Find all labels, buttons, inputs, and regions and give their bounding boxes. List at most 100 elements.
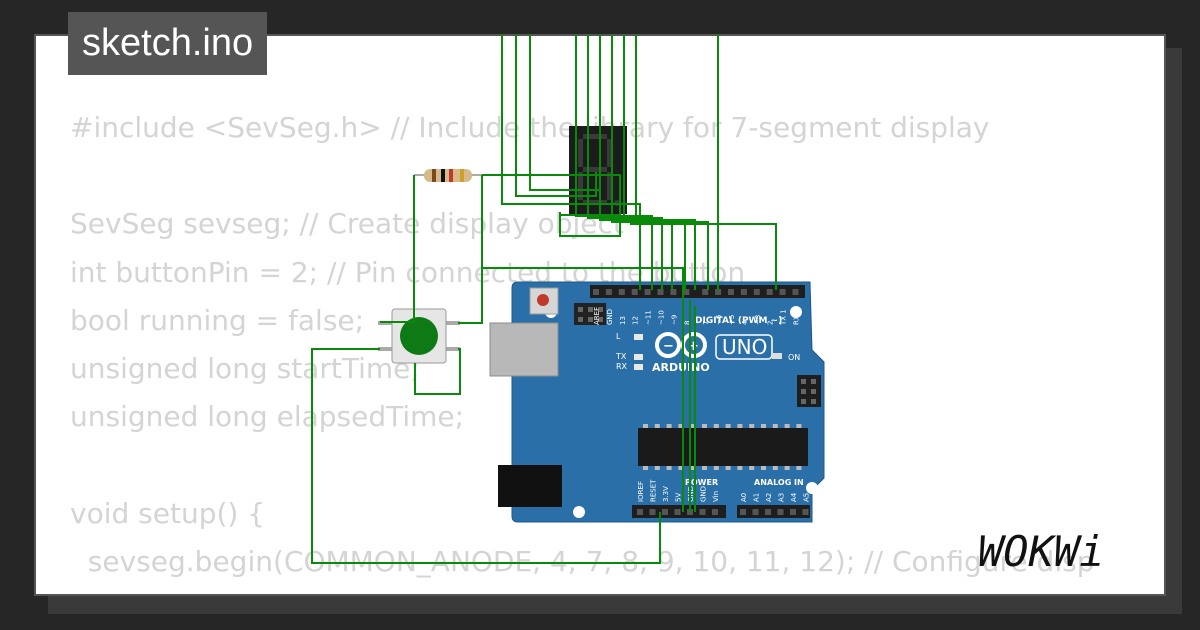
power-pin-label: IOREF bbox=[637, 481, 645, 502]
power-pin-hole[interactable] bbox=[637, 509, 643, 515]
code-line: sevseg.setBrightness(90); // Set display… bbox=[70, 586, 1094, 594]
digital-pin-label: ~5 bbox=[728, 315, 736, 325]
code-line: unsigned long elapsedTime; bbox=[70, 400, 465, 434]
status-led bbox=[634, 334, 643, 340]
analog-pin-hole[interactable] bbox=[777, 509, 784, 515]
digital-pin-hole[interactable] bbox=[683, 289, 690, 295]
digital-pin-hole[interactable] bbox=[644, 289, 651, 295]
mount-hole bbox=[806, 482, 818, 494]
icsp-right-header bbox=[797, 375, 821, 407]
power-pin-label: Vin bbox=[712, 491, 720, 502]
power-pin-label: RESET bbox=[650, 479, 658, 502]
digital-pin-label: TX 1 bbox=[780, 309, 788, 326]
wire bbox=[515, 34, 597, 197]
digital-pin-hole[interactable] bbox=[715, 289, 722, 295]
code-line: sevseg.begin(COMMON_ANODE, 4, 7, 8, 9, 1… bbox=[70, 544, 1095, 578]
sketch-filename-tab[interactable]: sketch.ino bbox=[68, 12, 268, 75]
digital-pin-hole[interactable] bbox=[779, 289, 786, 295]
power-pin-hole[interactable] bbox=[662, 509, 668, 515]
power-pin-hole[interactable] bbox=[712, 509, 718, 515]
analog-pin-label: A0 bbox=[740, 493, 748, 502]
digital-pin-label: GND bbox=[606, 309, 614, 325]
wire bbox=[630, 223, 777, 290]
analog-header bbox=[737, 505, 810, 518]
uno-label: UNO bbox=[722, 335, 767, 359]
power-pin-label: GND bbox=[700, 486, 708, 502]
on-led bbox=[772, 353, 782, 359]
digital-pin-label: 13 bbox=[619, 316, 627, 325]
digital-pin-label: 4 bbox=[741, 320, 749, 325]
analog-label: ANALOG IN bbox=[754, 478, 804, 487]
digital-pin-hole[interactable] bbox=[631, 289, 638, 295]
digital-pin-label: ~6 bbox=[715, 314, 723, 325]
digital-pin-label: AREF bbox=[593, 307, 601, 325]
mount-hole bbox=[790, 306, 802, 318]
on-led-label: ON bbox=[788, 353, 800, 362]
digital-pin-label: 12 bbox=[632, 316, 640, 325]
svg-text:−: − bbox=[663, 339, 674, 354]
pushbutton[interactable] bbox=[378, 308, 460, 364]
power-pin-hole[interactable] bbox=[699, 509, 706, 515]
digital-pin-hole[interactable] bbox=[766, 289, 773, 295]
power-pin-label: 3.3V bbox=[662, 486, 670, 502]
analog-pin-hole[interactable] bbox=[752, 509, 759, 515]
digital-pin-label: ~11 bbox=[645, 310, 653, 325]
digital-pin-hole[interactable] bbox=[792, 289, 799, 295]
analog-pin-hole[interactable] bbox=[765, 509, 771, 515]
code-background: #include <SevSeg.h> // Include the libra… bbox=[70, 104, 1095, 594]
digital-pin-hole[interactable] bbox=[702, 289, 709, 295]
wires bbox=[311, 34, 777, 564]
digital-header-label: DIGITAL (PWM ~) bbox=[695, 316, 782, 326]
code-line: SevSeg sevseg; // Create display object bbox=[70, 207, 624, 241]
analog-pin-label: A5 bbox=[803, 493, 811, 502]
power-pin-label: 5V bbox=[675, 493, 683, 502]
svg-text:+: + bbox=[688, 339, 699, 354]
status-led bbox=[634, 364, 643, 370]
digital-pin-hole[interactable] bbox=[753, 289, 760, 295]
digital-pin-hole[interactable] bbox=[740, 289, 747, 295]
analog-pin-label: A1 bbox=[753, 493, 761, 502]
digital-pin-label: ~10 bbox=[658, 310, 666, 325]
code-line: bool running = false; bbox=[70, 303, 365, 337]
wire bbox=[501, 34, 641, 290]
analog-pin-hole[interactable] bbox=[802, 509, 809, 515]
resistor[interactable] bbox=[414, 169, 485, 182]
analog-pin-label: A4 bbox=[790, 492, 798, 502]
digital-pin-label: 2 bbox=[767, 321, 775, 325]
analog-pin-hole[interactable] bbox=[740, 509, 746, 515]
chip-pins bbox=[643, 424, 802, 470]
power-label: POWER bbox=[685, 478, 718, 487]
digital-pin-hole[interactable] bbox=[670, 289, 677, 295]
digital-pin-hole[interactable] bbox=[593, 289, 599, 295]
analog-pin-hole[interactable] bbox=[790, 509, 796, 515]
code-line: #include <SevSeg.h> // Include the libra… bbox=[70, 111, 990, 144]
mount-hole bbox=[573, 506, 585, 518]
power-pin-hole[interactable] bbox=[674, 509, 681, 515]
status-led bbox=[634, 354, 643, 360]
reset-button-cap bbox=[537, 294, 549, 306]
wire bbox=[623, 34, 696, 290]
status-led-label: L bbox=[616, 332, 621, 341]
digital-pin-hole[interactable] bbox=[728, 289, 734, 295]
arduino-brand-label: ARDUINO bbox=[652, 361, 710, 374]
digital-pin-label: ~3 bbox=[754, 315, 762, 325]
wire bbox=[635, 34, 709, 290]
digital-pin-hole[interactable] bbox=[657, 289, 664, 295]
seven-segment-display[interactable] bbox=[569, 126, 627, 214]
wire bbox=[482, 174, 621, 237]
code-line: void setup() { bbox=[70, 496, 266, 530]
digital-pin-hole[interactable] bbox=[618, 289, 625, 295]
code-line: unsigned long startTime; bbox=[70, 351, 420, 385]
uno-label-box bbox=[715, 334, 773, 360]
svg-text:WOKWi: WOKWi bbox=[978, 527, 1104, 576]
digital-pin-label: 8 bbox=[683, 321, 691, 325]
atmega-chip bbox=[638, 428, 808, 466]
wire bbox=[414, 348, 461, 395]
power-pin-hole[interactable] bbox=[649, 509, 656, 515]
digital-pin-hole[interactable] bbox=[605, 289, 612, 295]
digital-pin-label: 7 bbox=[702, 321, 710, 325]
